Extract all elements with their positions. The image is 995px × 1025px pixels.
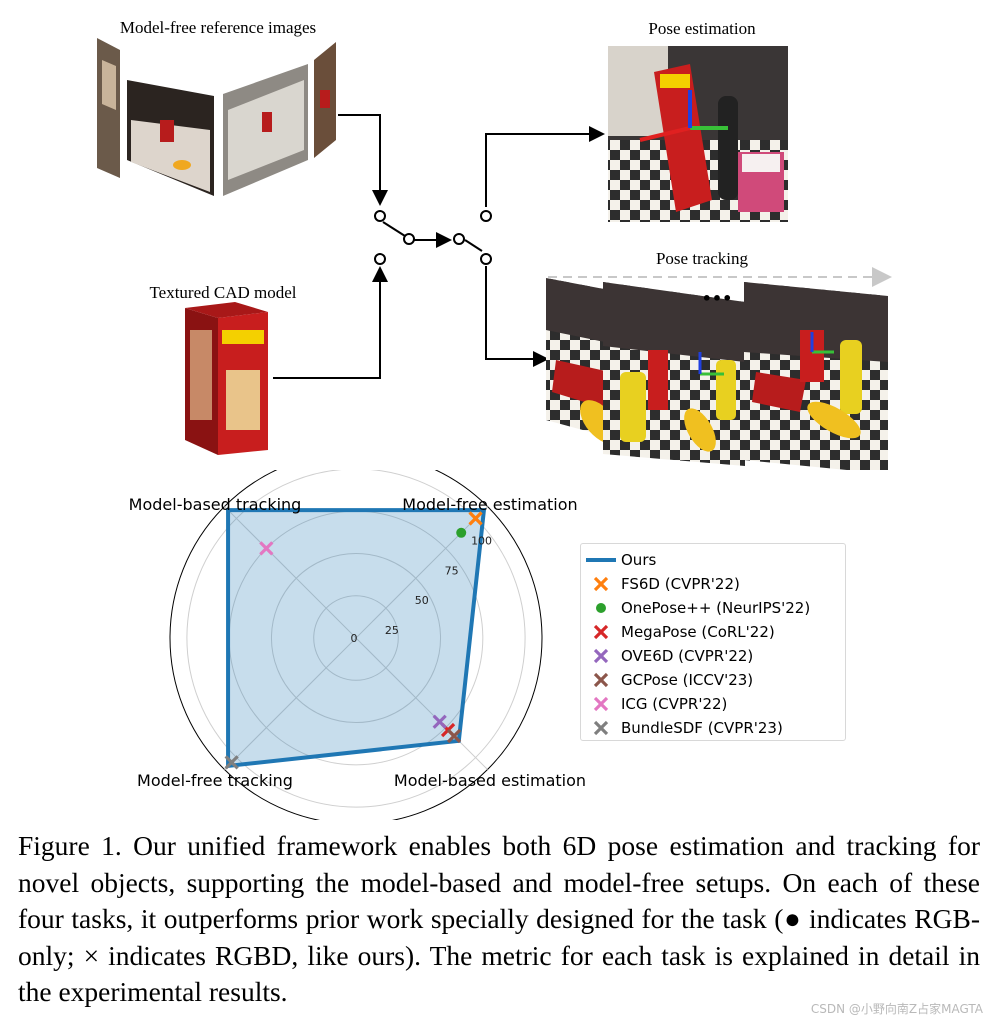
reference-images [97,38,336,196]
tracking-frame-2 [603,282,745,466]
label-reference-images: Model-free reference images [120,18,316,37]
legend-label: GCPose (ICCV'23) [621,671,754,689]
radar-spoke [355,506,488,639]
axis-label: Model-based estimation [394,771,586,790]
legend-label: OVE6D (CVPR'22) [621,647,754,665]
label-pose-tracking: Pose tracking [656,249,749,268]
legend-item: BundleSDF (CVPR'23) [581,716,783,740]
legend-label: OnePose++ (NeurIPS'22) [621,599,811,617]
marker-gcpose [446,728,462,744]
legend-label: BundleSDF (CVPR'23) [621,719,783,737]
radar-grid-circle [313,595,399,681]
radial-tick-label: 25 [385,624,399,637]
radar-series [224,508,487,770]
label-textured-cad: Textured CAD model [149,283,296,302]
legend-symbol [581,696,621,712]
legend-item: FS6D (CVPR'22) [581,572,740,596]
tracking-frame-3 [744,282,888,470]
marker-onepose [456,527,467,538]
marker-fs6d [468,511,483,526]
legend-symbol [581,672,621,688]
watermark: CSDN @小野向南Z占家MAGTA [810,1002,983,1016]
legend-label: FS6D (CVPR'22) [621,575,740,593]
axis-label: Model-free tracking [137,771,293,790]
legend-label: MegaPose (CoRL'22) [621,623,775,641]
pipeline-diagram: Model-free reference images Textured CAD… [97,18,892,470]
legend-symbol [581,553,621,567]
radar-grid [169,470,543,820]
marker-ove6d [432,714,447,729]
radial-tick-label: 0 [351,632,358,645]
axis-label: Model-based tracking [129,495,302,514]
ellipsis: ••• [702,289,733,308]
legend-symbol [581,624,621,640]
legend-symbol [581,600,621,616]
switch-nodes [374,210,492,265]
legend-item: OVE6D (CVPR'22) [581,644,753,668]
legend-symbol [581,648,621,664]
radar-outer-circle [169,470,543,820]
legend-symbol [581,576,621,592]
radar-spoke [224,506,357,639]
legend-item: Ours [581,548,656,572]
radial-tick-label: 50 [415,594,429,607]
switch-wiring [273,114,605,379]
legend-item: GCPose (ICCV'23) [581,668,753,692]
legend-item: OnePose++ (NeurIPS'22) [581,596,810,620]
label-pose-estimation: Pose estimation [648,19,756,38]
marker-icg [259,541,274,556]
radial-tick-label: 75 [445,564,459,577]
legend-item: MegaPose (CoRL'22) [581,620,775,644]
radar-spoke [355,637,488,770]
axis-label: Model-free estimation [402,495,577,514]
cad-model-box [185,302,268,455]
marker-bundlesdf [224,755,239,770]
radar-spoke [224,637,357,770]
legend-label: Ours [621,551,657,569]
radar-grid-circle [270,552,442,724]
radial-tick-label: 100 [471,534,492,547]
radar-grid-circle [186,470,526,808]
legend-symbol [581,720,621,736]
legend-item: ICG (CVPR'22) [581,692,727,716]
legend-label: ICG (CVPR'22) [621,695,728,713]
figure-caption: Figure 1. Our unified framework enables … [18,830,980,1007]
pose-estimation-image [608,46,788,222]
